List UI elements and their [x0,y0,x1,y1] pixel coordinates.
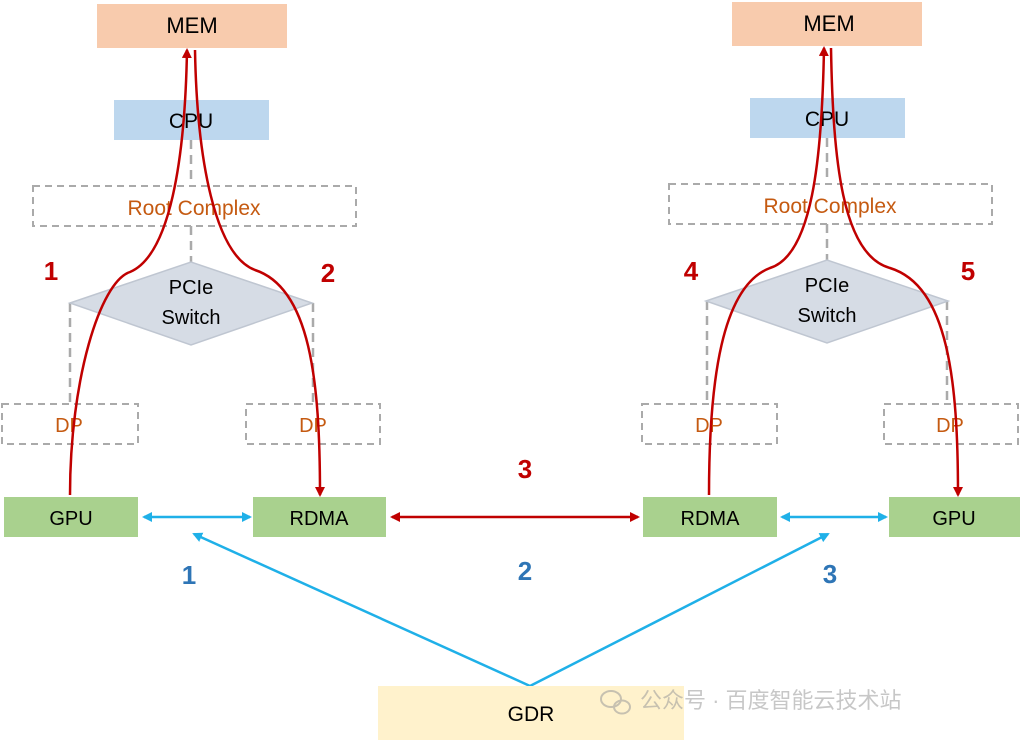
left-pcie-switch-label-1: PCIe [169,277,213,299]
gdr-link-right [529,532,830,688]
left-rdma-label: RDMA [290,508,350,530]
right-dp-label-2: DP [936,415,964,437]
right-dp-label-1: DP [695,415,723,437]
wechat-logo-icon [600,690,631,715]
right-pcie-switch-shape [703,259,951,344]
left-dp-label-1: DP [55,415,83,437]
red-step-1: 1 [44,256,58,286]
left-mem-label: MEM [166,13,217,38]
right-gpu-label: GPU [932,508,975,530]
gdr-link-left [192,532,531,688]
right-dp-box-2 [883,403,1019,445]
right-mem-box [732,2,922,46]
left-dashed-links [68,140,315,404]
left-cpu-label: CPU [169,110,213,133]
left-gpu-label: GPU [49,508,92,530]
left-root-complex-box [32,185,357,227]
right-cpu-label: CPU [805,108,849,131]
blue-step-numbers: 1 2 3 [182,556,837,590]
left-dp-box-1 [1,403,139,445]
watermark-text: 公众号 · 百度智能云技术站 [640,688,902,713]
red-step-4: 4 [684,256,699,286]
right-cpu-box [750,98,905,138]
red-path-2 [193,49,325,497]
right-rdma-box [643,497,777,537]
red-step-3: 3 [518,454,532,484]
left-pcie-switch-label-2: Switch [162,307,221,329]
left-root-complex-label: Root Complex [127,197,261,220]
red-step-5: 5 [961,256,975,286]
right-host: MEM CPU Root Complex PCIe Switch DP DP R… [641,2,1020,537]
right-root-complex-box [668,183,993,225]
left-cpu-box [114,100,269,140]
gdr-box [378,686,684,740]
red-path-5 [829,47,963,497]
right-gpu-box [889,497,1020,537]
left-mem-box [97,4,287,48]
left-pcie-switch-shape [67,261,315,346]
blue-step-3: 3 [823,559,837,589]
watermark: 公众号 · 百度智能云技术站 [600,688,902,715]
left-gpu-box [4,497,138,537]
red-paths [68,46,963,522]
blue-step-1: 1 [182,560,196,590]
right-rdma-label: RDMA [681,508,741,530]
red-path-1 [68,48,192,496]
red-step-numbers: 1 2 3 4 5 [44,256,975,484]
right-pcie-switch-label-1: PCIe [805,275,849,297]
left-host: MEM CPU Root Complex PCIe Switch DP DP G… [1,4,386,537]
right-mem-label: MEM [803,11,854,36]
left-rdma-box [253,497,386,537]
right-root-complex-label: Root Complex [763,195,897,218]
right-pcie-switch-label-2: Switch [798,305,857,327]
left-dp-box-2 [245,403,381,445]
red-step-2: 2 [321,258,335,288]
blue-paths [142,512,888,688]
red-path-4 [707,46,829,496]
gdr-label: GDR [508,703,555,726]
left-dp-label-2: DP [299,415,327,437]
blue-step-2: 2 [518,556,532,586]
